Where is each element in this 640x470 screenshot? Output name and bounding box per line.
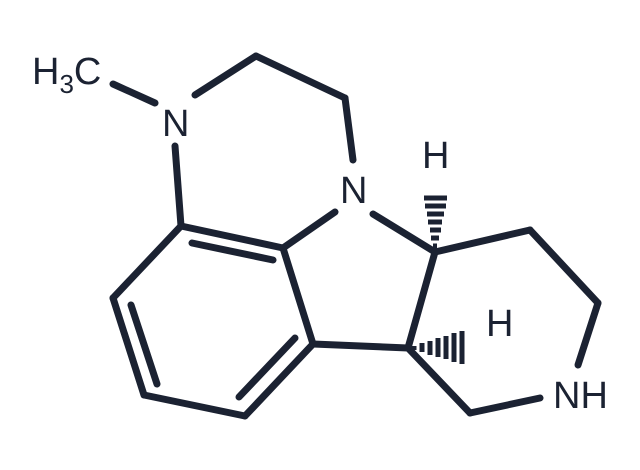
bond-ar-1-inner — [188, 239, 277, 264]
bond-n-ch2-top — [191, 52, 260, 99]
nh-label: NH — [553, 375, 608, 417]
bond-ar-3-inner — [127, 301, 161, 388]
n-indoline-label: N — [340, 170, 367, 212]
bond-ar-3 — [109, 294, 148, 399]
methyl-subscript: 3 — [59, 69, 73, 99]
bond-n-aryl — [171, 142, 185, 230]
atom-labels: H3C N N H H NH — [32, 51, 608, 417]
bond-ar-5-inner — [235, 334, 299, 401]
bond-pip-3 — [574, 299, 602, 369]
bond-ch2-n2 — [341, 94, 357, 164]
n-methyl-label: N — [162, 103, 189, 145]
stereo-hash-top — [424, 195, 447, 249]
bond-pip-1 — [431, 226, 534, 256]
bond-ch-ar — [309, 340, 412, 352]
bond-methyl-n — [109, 80, 159, 107]
bond-pip-5 — [404, 344, 474, 417]
bond-ar-2 — [109, 222, 185, 302]
methyl-label: H3C — [32, 51, 101, 99]
methyl-c: C — [74, 51, 101, 93]
bond-ar-6 — [279, 244, 317, 348]
bond-ch-ch — [404, 248, 439, 352]
methyl-h: H — [32, 51, 59, 93]
bond-ar-n — [279, 208, 339, 252]
bonds — [109, 52, 602, 420]
bond-ch2-ch2 — [252, 52, 349, 102]
h-bottom-label: H — [486, 303, 513, 345]
h-top-label: H — [422, 135, 449, 177]
bond-ar-5 — [241, 340, 317, 420]
bond-pip-2 — [526, 226, 602, 307]
bond-pip-4 — [466, 394, 544, 417]
bond-n-ch — [369, 210, 439, 256]
bond-ar-1 — [177, 222, 287, 252]
stereo-hash-bottom — [411, 331, 465, 364]
bond-ar-4 — [140, 391, 249, 420]
